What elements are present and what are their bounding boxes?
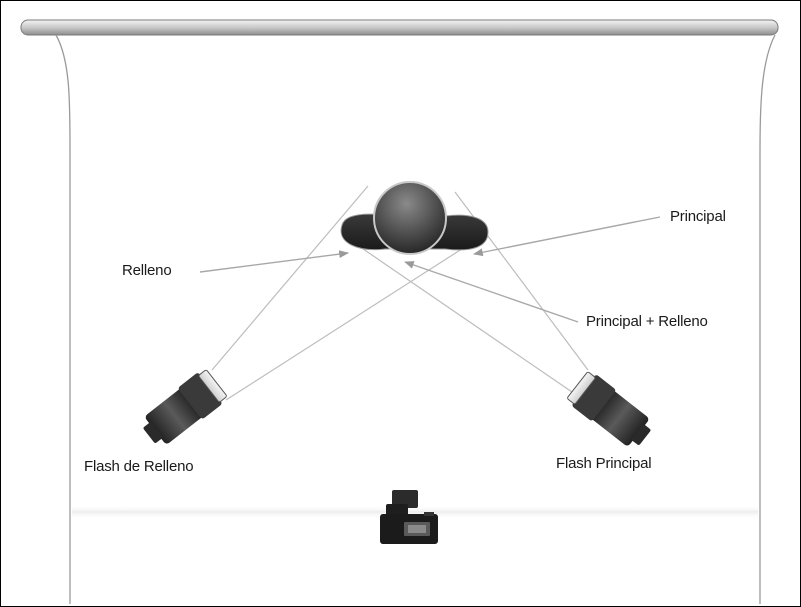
camera-icon xyxy=(380,490,438,544)
backdrop-paper xyxy=(55,34,776,604)
label-arrows xyxy=(199,216,661,323)
label-relleno: Relleno xyxy=(122,262,172,279)
key-flash-icon xyxy=(567,371,651,446)
arrow-principal xyxy=(473,216,661,257)
subject xyxy=(340,181,489,255)
label-flash-principal: Flash Principal xyxy=(556,455,652,472)
arrow-relleno xyxy=(199,250,349,273)
fill-flash-icon xyxy=(143,369,227,444)
floor-seam xyxy=(72,505,758,519)
label-flash-relleno: Flash de Relleno xyxy=(84,458,194,475)
backdrop-roll xyxy=(20,19,779,36)
light-beams xyxy=(211,185,589,401)
label-principal-relleno: Principal + Relleno xyxy=(586,313,708,330)
label-principal: Principal xyxy=(670,208,726,225)
arrow-principal-relleno xyxy=(404,261,579,323)
subject-head xyxy=(373,181,447,255)
